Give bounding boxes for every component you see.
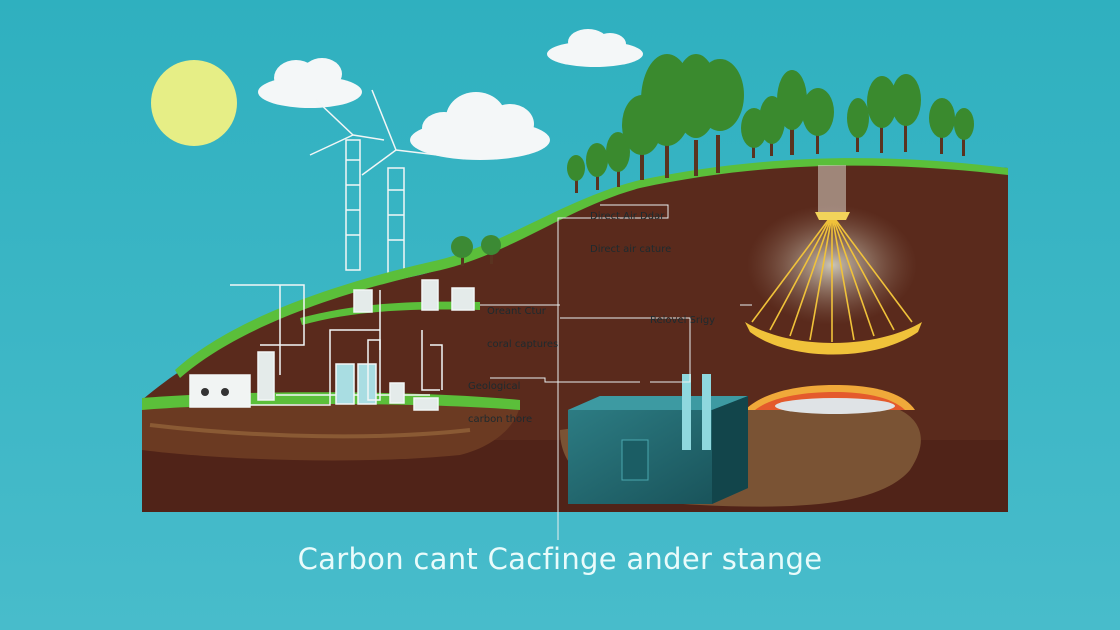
wind-turbine-icon: [309, 99, 385, 271]
storage-tank-icon: [568, 374, 748, 504]
label-ocean-capture-line2: coral captures: [487, 339, 559, 350]
label-ocean-capture-line1: Oreant Ctur: [487, 306, 546, 317]
cloud-icon: [547, 29, 643, 67]
label-direct-air-capture: Direct Air Ddar Direct air cature: [590, 189, 671, 266]
callout-lines: [480, 204, 752, 540]
cloud-icon: [410, 92, 550, 160]
factory-icon: [189, 279, 475, 411]
label-geological-storage-line2: carbon thore: [468, 414, 533, 425]
tree-icon: [567, 54, 974, 193]
label-relevel: Relovel Srigy: [650, 293, 715, 337]
capture-dome-icon: [751, 214, 913, 342]
label-geological-storage-line1: Geological: [468, 381, 521, 392]
cloud-icon: [258, 58, 362, 108]
label-direct-air-capture-line1: Direct Air Ddar: [590, 211, 665, 222]
sun-icon: [151, 60, 237, 146]
illustration-caption: Carbon cant Cacfinge ander stange: [297, 542, 823, 576]
foreground-ledge: [142, 397, 520, 461]
label-ocean-capture: Oreant Ctur coral captures: [487, 284, 558, 361]
tree-icon: [451, 235, 501, 266]
wind-turbine-icon: [361, 89, 447, 274]
grass-hill: [175, 158, 1008, 378]
label-relevel-text: Relovel Srigy: [650, 315, 716, 326]
label-geological-storage: Geological carbon thore: [468, 359, 532, 436]
label-direct-air-capture-line2: Direct air cature: [590, 244, 672, 255]
